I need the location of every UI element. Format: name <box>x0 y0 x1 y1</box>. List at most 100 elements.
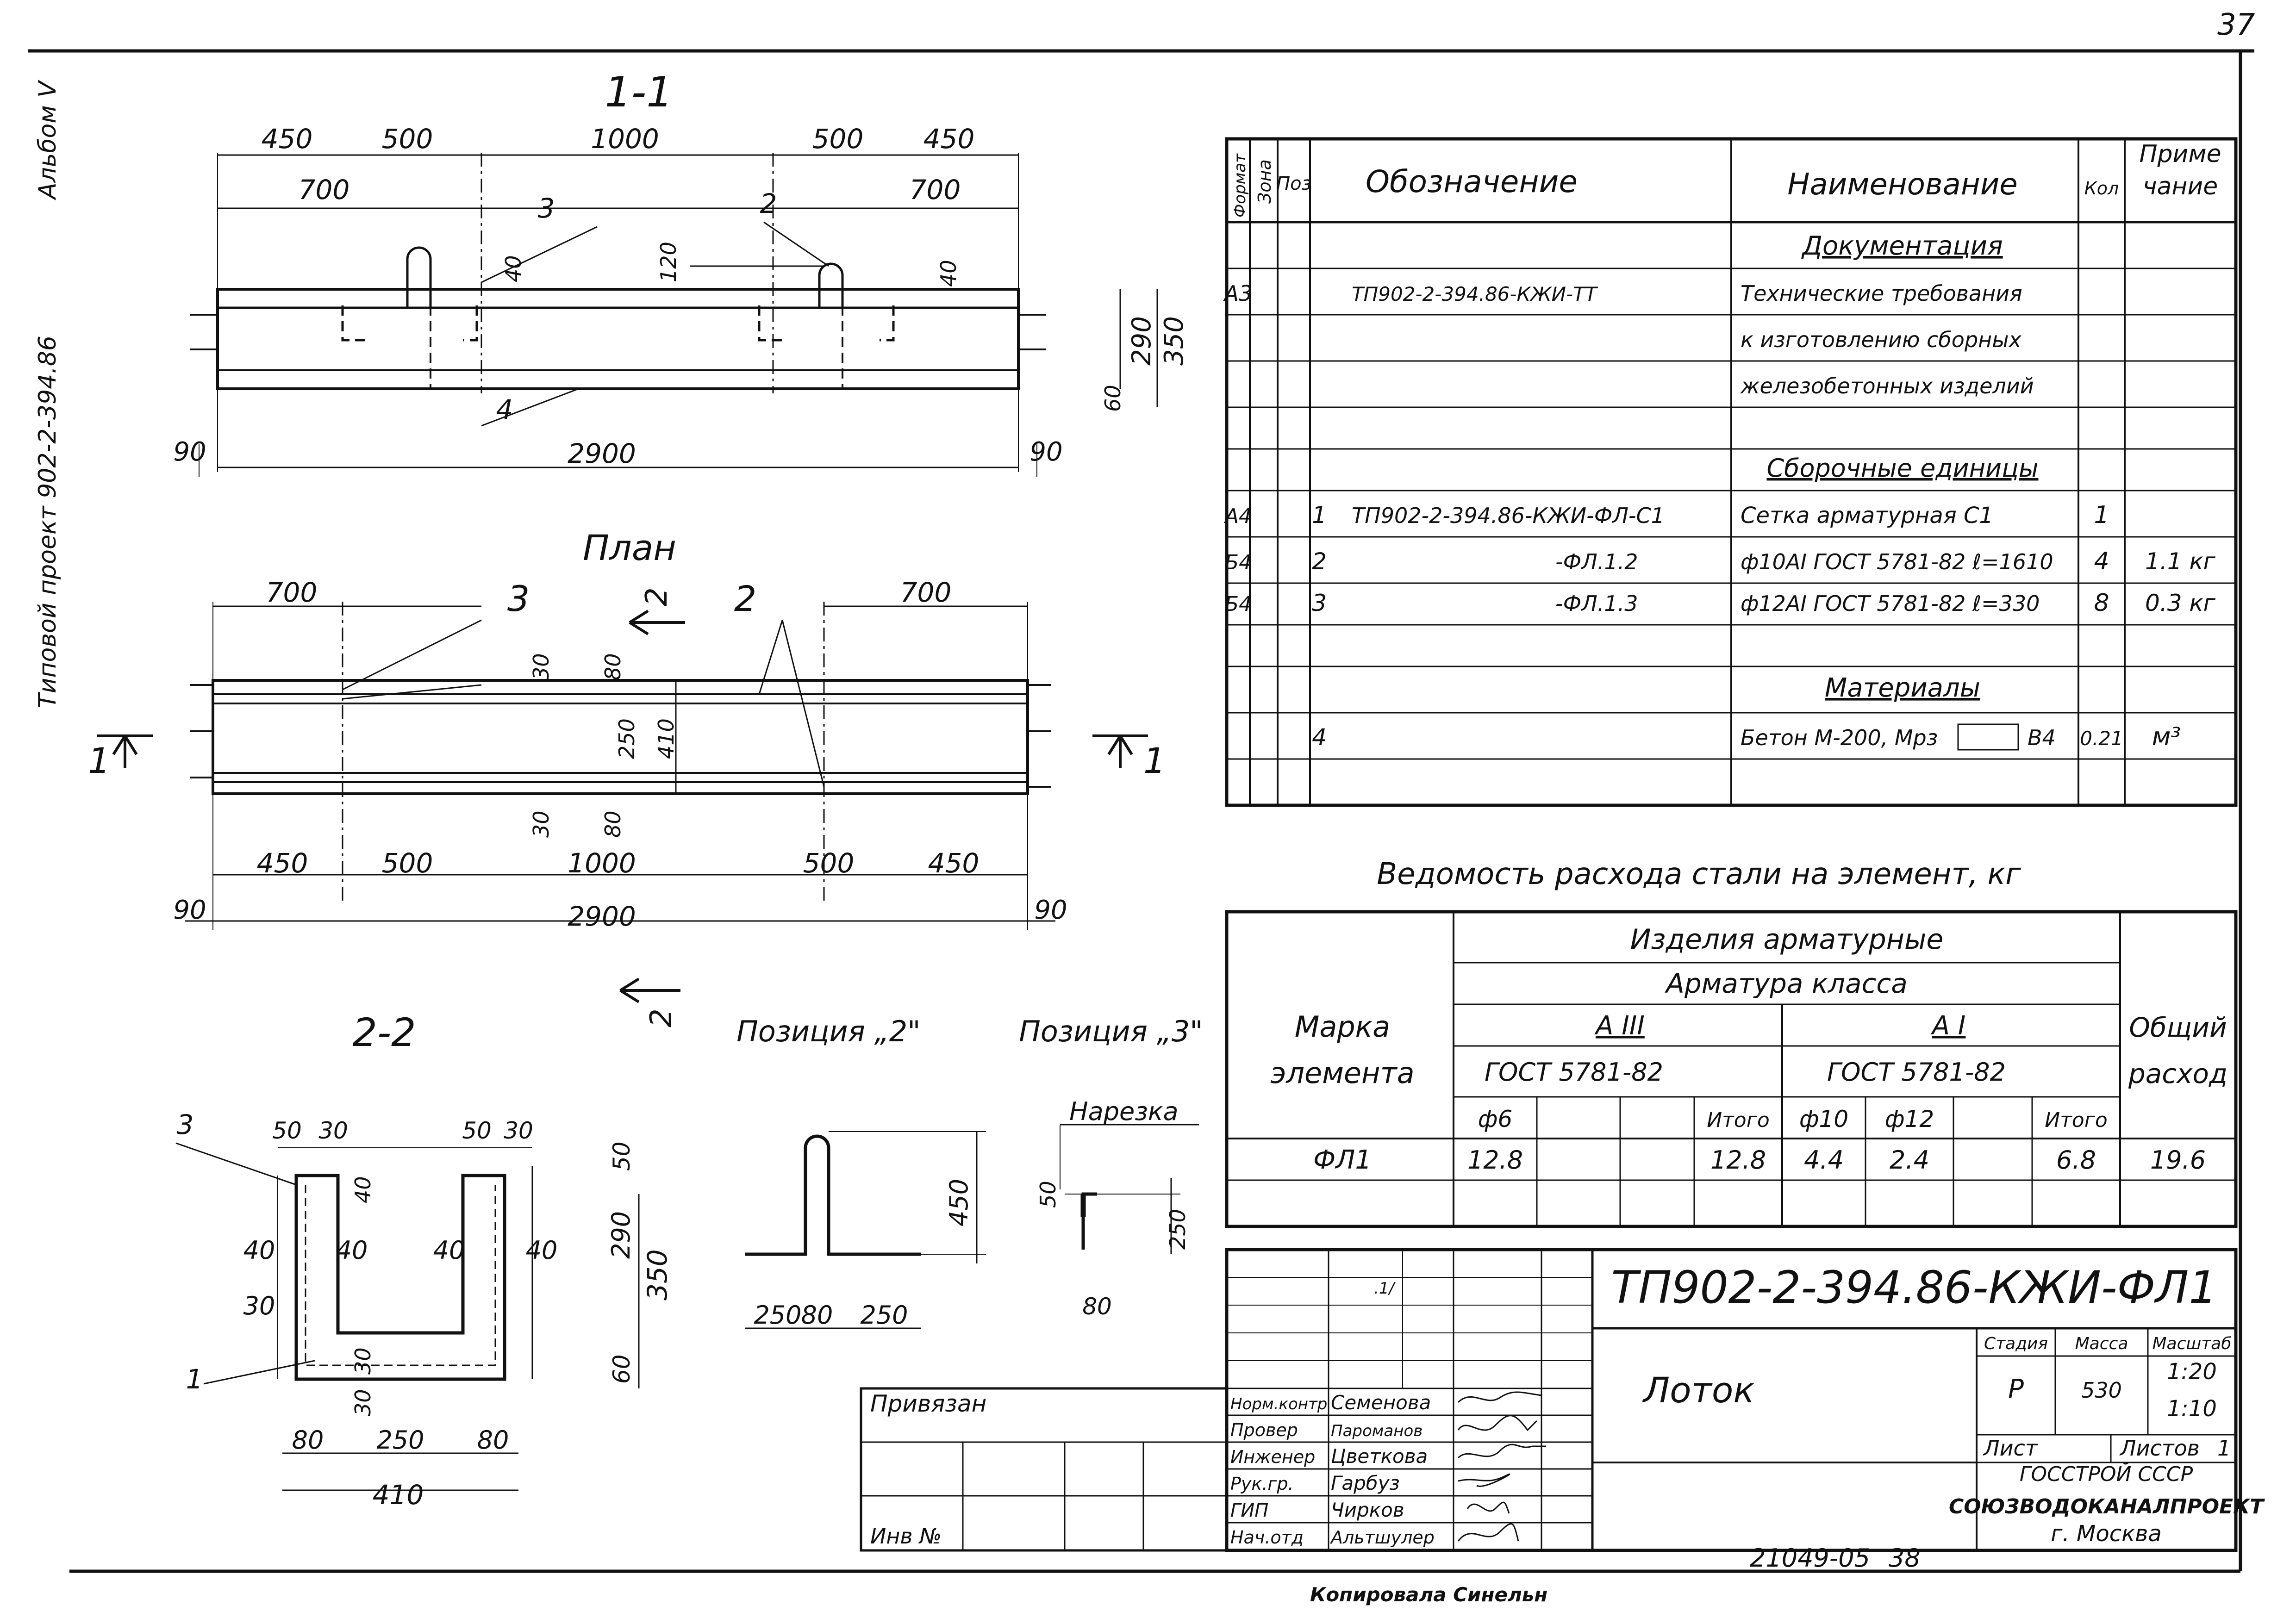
position-2-title: Позиция „2" <box>736 1014 920 1048</box>
spec-row-7-note: 1.1 кг <box>2145 548 2216 575</box>
dim-1-1-40-right: 40 <box>936 260 961 287</box>
steel-row-f12: 2.4 <box>1890 1145 1929 1175</box>
dim-plan-450-right: 450 <box>928 847 980 879</box>
spec-row-8-name: ф12АI ГОСТ 5781-82 ℓ=330 <box>1741 591 2040 616</box>
spec-row-6-designation: ТП902-2-394.86-КЖИ-ФЛ-С1 <box>1352 503 1665 528</box>
steel-total-header-2: расход <box>2128 1058 2227 1089</box>
spec-row-7-designation: -ФЛ.1.2 <box>1555 549 1638 574</box>
dim-1-1-450-left: 450 <box>262 123 313 155</box>
steel-subcol-total-a3: Итого <box>1707 1108 1770 1132</box>
sheets-label: Листов <box>2119 1436 2200 1461</box>
spec-row-8-qty: 8 <box>2094 589 2109 617</box>
steel-row-total-a1: 6.8 <box>2056 1145 2096 1175</box>
position-2-detail: Позиция „2" 450 250 80 250 <box>736 1014 986 1330</box>
org-2: СОЮЗВОДОКАНАЛПРОЕКТ <box>1949 1495 2265 1518</box>
leader-1-1-3: 3 <box>538 193 555 224</box>
leader-1-1-2: 2 <box>760 188 777 219</box>
dim-1-1-290: 290 <box>1127 316 1157 366</box>
spec-row-8-designation: -ФЛ.1.3 <box>1555 591 1638 616</box>
dim-2-2-30-left: 30 <box>318 1117 348 1144</box>
dim-2-2-50-left: 50 <box>272 1117 302 1144</box>
position-3-title: Позиция „3" <box>1019 1014 1203 1048</box>
dim-plan-90-right: 90 <box>1034 895 1067 925</box>
section-1-1-title: 1-1 <box>605 68 673 117</box>
dim-1-1-350: 350 <box>1159 316 1189 366</box>
copied-note: Копировала Синельн <box>1310 1583 1547 1606</box>
spec-row-materials-heading: Материалы <box>1825 673 1980 703</box>
plan-cut-left: 1 <box>88 740 110 781</box>
dim-2-2-350: 350 <box>642 1249 673 1300</box>
spec-row-7-pos: 2 <box>1312 548 1327 575</box>
org-3: г. Москва <box>2051 1521 2162 1547</box>
stage-value: Р <box>2008 1374 2024 1404</box>
spec-row-1-designation: ТП902-2-394.86-КЖИ-ТТ <box>1352 283 1598 305</box>
sheet-label: Лист <box>1983 1436 2038 1461</box>
plan-view: План 700 700 3 2 2 30 80 250 410 30 <box>88 527 1166 1027</box>
scale-value-1: 1:20 <box>2167 1359 2217 1385</box>
leader-2-2-3: 3 <box>177 1109 194 1140</box>
drawing-code: ТП902-2-394.86-КЖИ-ФЛ1 <box>1611 1262 2217 1313</box>
steel-subcol-f12: ф12 <box>1885 1106 1934 1132</box>
spec-row-11-note: м³ <box>2152 722 2181 751</box>
dim-1-1-1000: 1000 <box>591 123 659 155</box>
role-2-name: Цветкова <box>1331 1445 1428 1468</box>
role-2: Инженер <box>1230 1447 1315 1467</box>
dim-plan-80-lower: 80 <box>600 810 625 838</box>
spec-header-name: Наименование <box>1787 168 2017 202</box>
dim-plan-500-left: 500 <box>382 847 433 879</box>
position-2-dim-80: 80 <box>801 1300 833 1330</box>
spec-header-format: Формат <box>1231 153 1249 218</box>
steel-total-header-1: Общий <box>2129 1012 2227 1043</box>
sheets-value: 1 <box>2217 1436 2231 1461</box>
spec-row-documentation-heading: Документация <box>1801 231 2003 261</box>
dim-1-1-450-right: 450 <box>923 123 975 155</box>
dim-plan-700-left: 700 <box>266 577 318 608</box>
steel-mark-header-1: Марка <box>1295 1010 1390 1044</box>
album-label: Альбом V <box>34 80 62 200</box>
dim-2-2-410: 410 <box>373 1479 424 1511</box>
dim-2-2-40-a: 40 <box>243 1236 275 1265</box>
dim-2-2-40-c: 40 <box>433 1236 465 1265</box>
footer-sheet-number: 38 <box>1889 1543 1921 1573</box>
inv-label: Инв № <box>870 1524 942 1549</box>
spec-row-6-pos: 1 <box>1312 502 1327 529</box>
spec-row-3-name: железобетонных изделий <box>1740 373 2034 398</box>
spec-row-7-format: Б4 <box>1225 551 1252 574</box>
spec-row-8-note: 0.3 кг <box>2145 590 2216 616</box>
steel-row-f10: 4.4 <box>1804 1145 1844 1175</box>
dim-2-2-50-right: 50 <box>462 1117 492 1144</box>
dim-2-2-40-b: 40 <box>336 1236 368 1265</box>
spec-header-designation: Обозначение <box>1366 164 1578 199</box>
role-0: Норм.контр <box>1230 1395 1327 1413</box>
spec-row-6-name: Сетка арматурная С1 <box>1741 503 1993 529</box>
steel-class-a1: А I <box>1931 1011 1966 1041</box>
spec-header-pos: Поз <box>1276 173 1311 194</box>
dim-1-1-90-left: 90 <box>173 437 206 467</box>
dim-plan-1000: 1000 <box>568 847 636 879</box>
section-1-1: 1-1 450 500 1000 500 450 <box>173 68 1189 477</box>
role-3: Рук.гр. <box>1230 1474 1294 1494</box>
spec-row-11-name: Бетон М-200, Мрз <box>1741 725 1938 750</box>
spec-row-6-qty: 1 <box>2094 501 2109 529</box>
dim-plan-80-upper: 80 <box>600 653 625 680</box>
stage-header: Стадия <box>1984 1334 2048 1353</box>
dim-2-2-30-side: 30 <box>243 1291 275 1320</box>
steel-subcol-f10: ф10 <box>1799 1106 1848 1132</box>
tb-mark-note: .1/ <box>1374 1279 1396 1298</box>
spec-row-7-name: ф10АI ГОСТ 5781-82 ℓ=1610 <box>1741 549 2053 574</box>
plan-cut-right: 1 <box>1143 740 1166 781</box>
plan-section-mark-bottom: 2 <box>644 1008 679 1027</box>
spec-row-2-name: к изготовлению сборных <box>1741 327 2022 352</box>
dim-plan-410: 410 <box>654 718 679 759</box>
dim-2-2-30-right: 30 <box>504 1117 533 1144</box>
leader-plan-2: 2 <box>734 578 756 619</box>
role-0-name: Семенова <box>1331 1391 1431 1414</box>
sheet-footer: 21049-05 38 Копировала Синельн <box>1310 1543 1921 1606</box>
scale-value-2: 1:10 <box>2167 1396 2217 1422</box>
frost-resistance-box <box>1957 723 2019 751</box>
leader-1-1-4: 4 <box>496 394 513 425</box>
steel-gost-a3: ГОСТ 5781-82 <box>1485 1058 1663 1087</box>
leader-plan-3: 3 <box>507 578 530 619</box>
spec-row-11-qty: 0.21 <box>2080 727 2123 750</box>
